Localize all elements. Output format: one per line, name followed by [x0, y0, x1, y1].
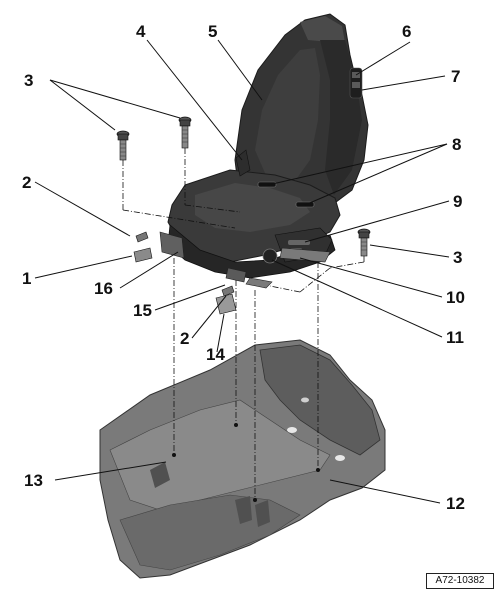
leader-lines	[34, 39, 450, 504]
callout-labels: 3 4 5 6 7 8 2 9 3 1 16 10 15 2 11 14 13 …	[22, 22, 465, 513]
callout-11: 11	[446, 328, 464, 347]
adjust-knob	[262, 248, 278, 264]
bolt-right	[357, 228, 371, 257]
callout-3-left: 3	[24, 71, 33, 90]
callout-2-upper: 2	[22, 173, 31, 192]
callout-16: 16	[94, 279, 113, 298]
floor-pan	[99, 339, 386, 579]
callout-12: 12	[446, 494, 465, 513]
callout-6: 6	[402, 22, 411, 41]
bolt-middle	[178, 116, 192, 149]
callout-8: 8	[452, 135, 461, 154]
callout-10: 10	[446, 288, 465, 307]
callout-2-lower: 2	[180, 329, 189, 348]
callout-3-right: 3	[453, 248, 462, 267]
small-parts	[116, 116, 371, 315]
seat-assembly	[159, 13, 369, 289]
callout-1: 1	[22, 269, 31, 288]
callout-4: 4	[136, 22, 146, 41]
callout-13: 13	[24, 471, 43, 490]
callout-5: 5	[208, 22, 217, 41]
callout-7: 7	[451, 67, 460, 86]
callout-9: 9	[453, 192, 462, 211]
bolt-left	[116, 130, 130, 161]
assembly-center-lines	[122, 148, 365, 500]
floor-mount-points	[172, 423, 320, 502]
callout-14: 14	[206, 345, 225, 364]
reference-code-label: A72-10382	[426, 573, 494, 589]
callout-15: 15	[133, 301, 152, 320]
